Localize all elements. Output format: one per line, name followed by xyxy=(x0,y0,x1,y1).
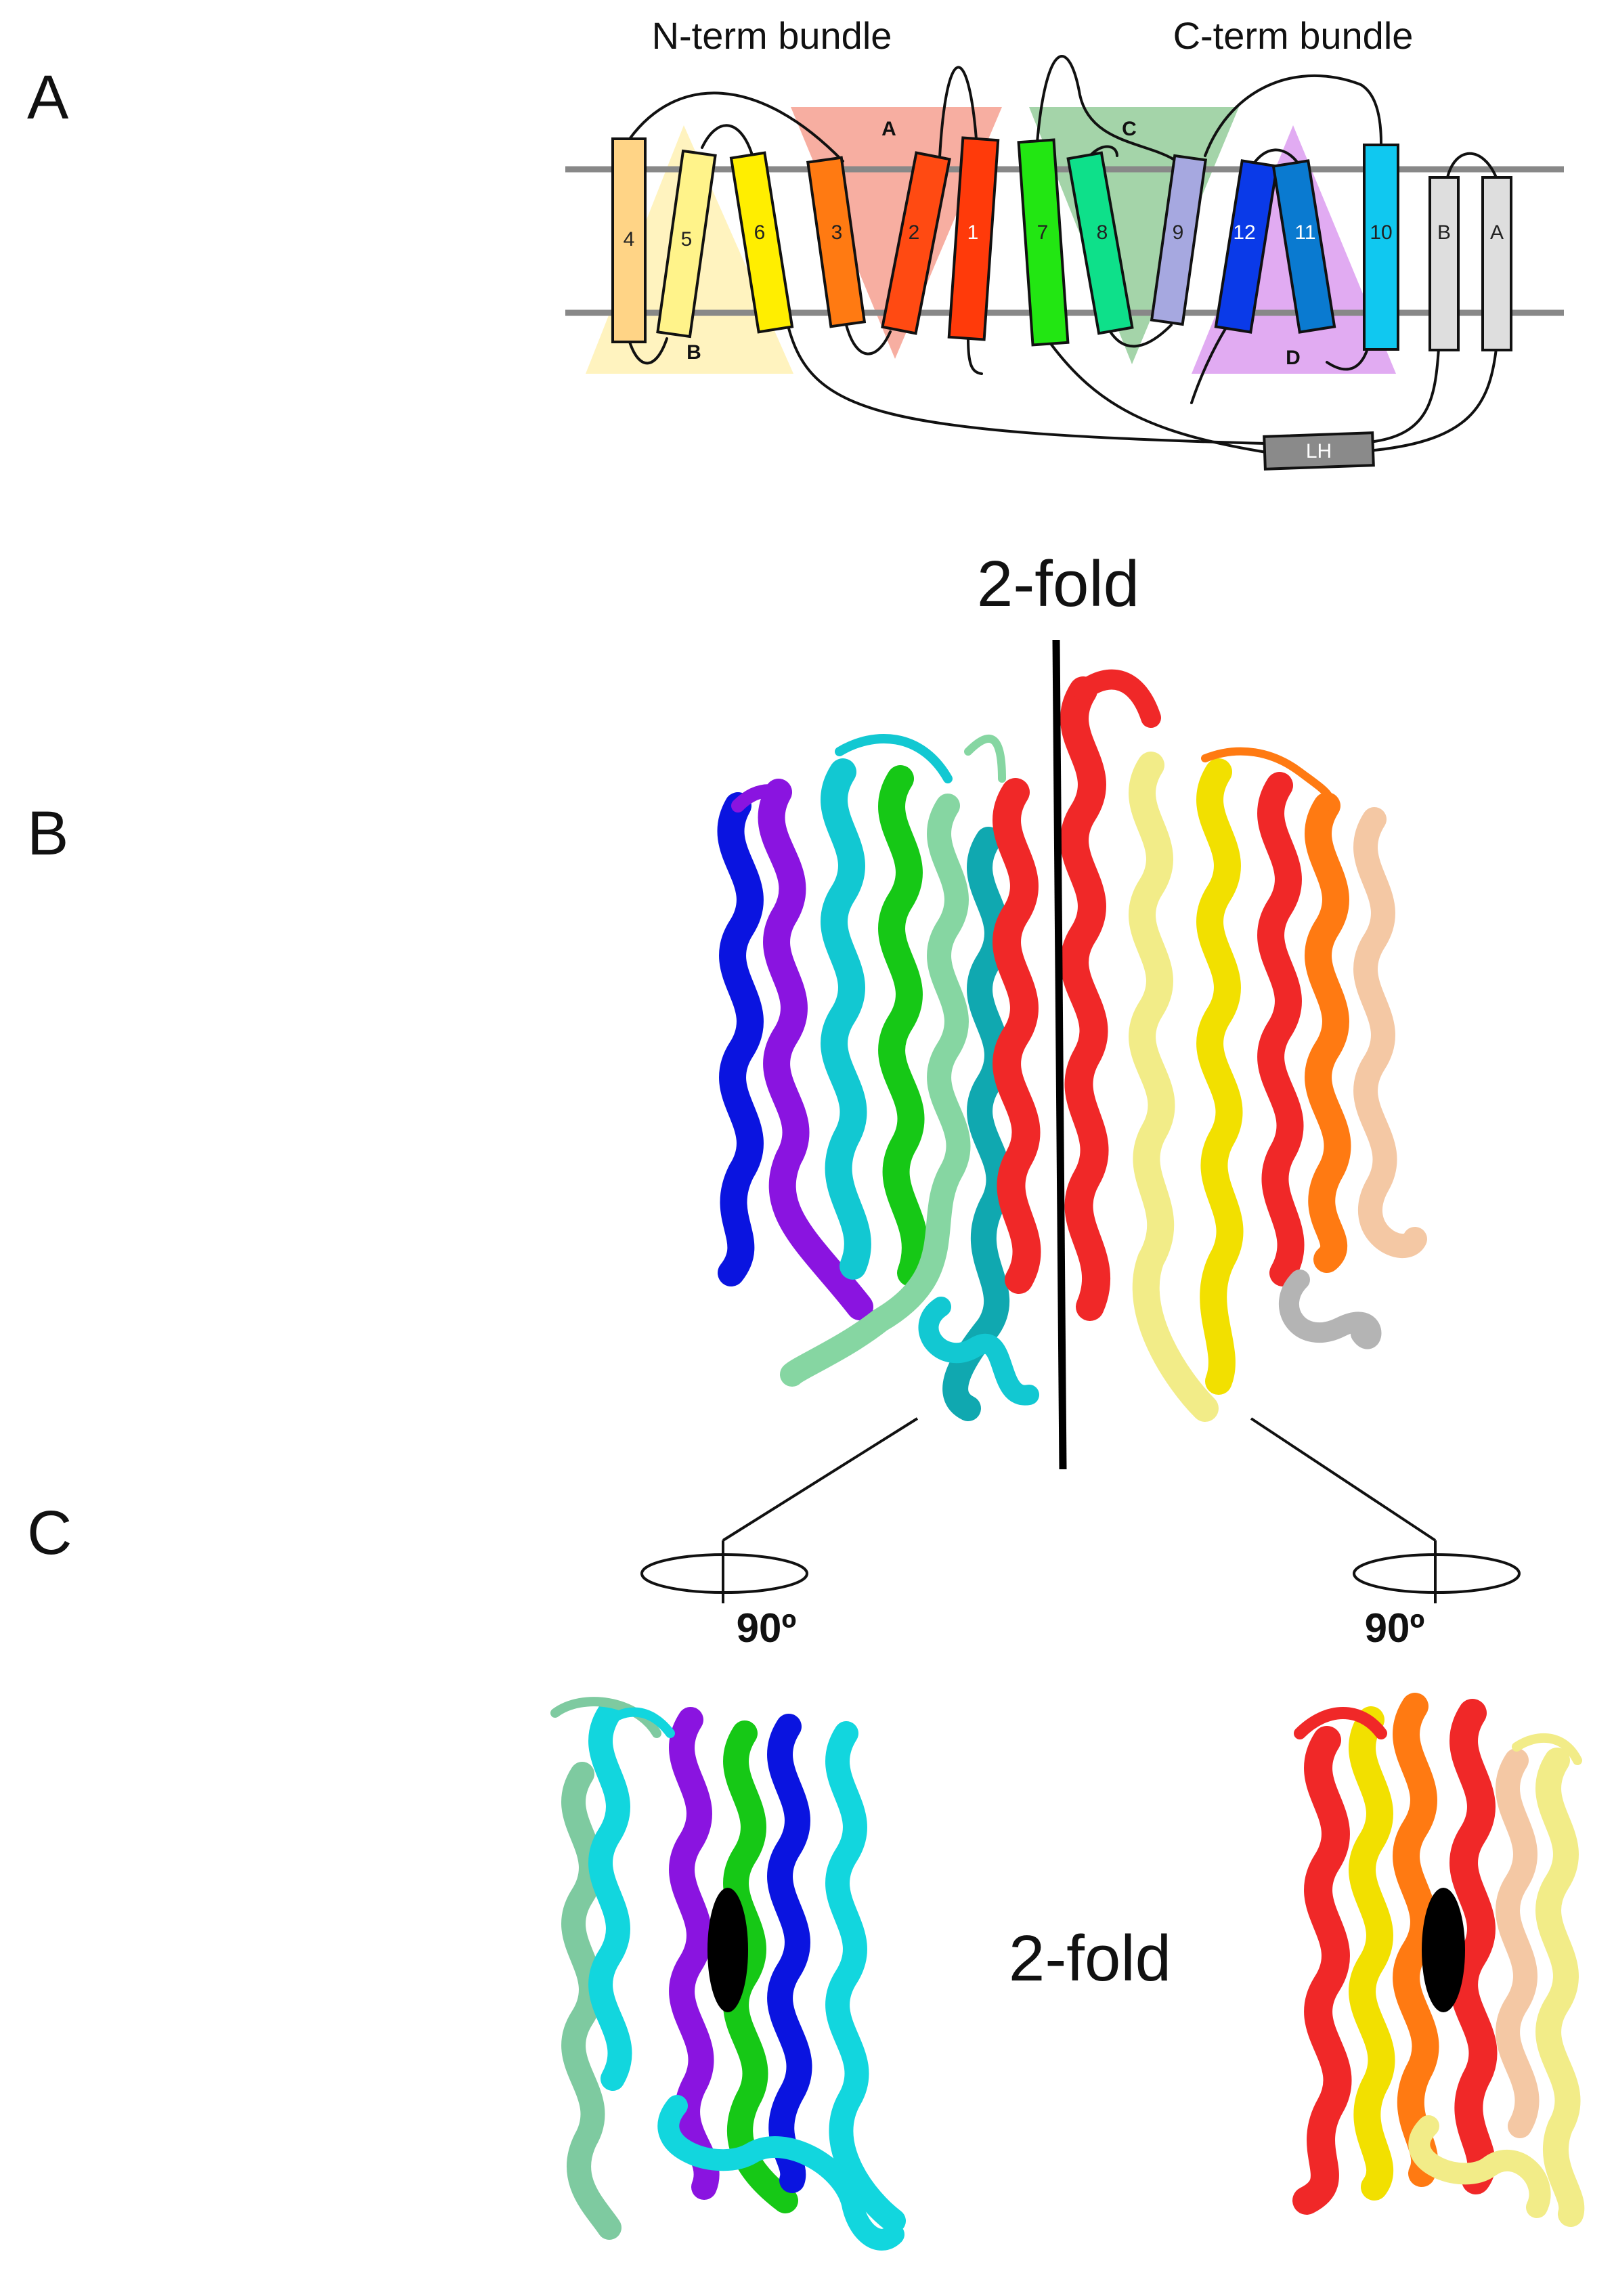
loop-2-1 xyxy=(938,66,978,158)
svg-text:10: 10 xyxy=(1370,221,1392,244)
triangle-label-a: A xyxy=(881,118,896,140)
helix-6: 6 xyxy=(729,151,794,334)
svg-text:3: 3 xyxy=(831,221,843,244)
loop-4-5 xyxy=(628,337,668,365)
svg-text:4: 4 xyxy=(624,228,635,251)
loop-4-3 xyxy=(628,91,844,163)
loop-3-2 xyxy=(845,324,892,355)
svg-text:6: 6 xyxy=(754,221,766,244)
two-fold-axis-line xyxy=(1052,639,1067,1470)
helix-11: 11 xyxy=(1271,159,1336,334)
svg-text:5: 5 xyxy=(681,228,693,251)
n-term-bundle-view xyxy=(1292,1693,1585,2227)
loop-7-lh xyxy=(1048,341,1267,454)
helix-9: 9 xyxy=(1150,154,1208,326)
triangle-label-d: D xyxy=(1286,347,1301,369)
loop-12-11 xyxy=(1251,148,1298,167)
svg-text:LH: LH xyxy=(1306,440,1332,462)
triangle-label-b: B xyxy=(686,341,701,364)
loop-6-lh xyxy=(787,327,1267,445)
two-fold-axis-label-c: 2-fold xyxy=(1009,1922,1171,1995)
svg-text:A: A xyxy=(1490,221,1504,244)
helix-7: 7 xyxy=(1017,138,1070,347)
helix-a: A xyxy=(1481,176,1512,351)
svg-text:7: 7 xyxy=(1037,221,1049,244)
loop-lh-b xyxy=(1373,347,1440,443)
helix-5: 5 xyxy=(656,149,717,339)
helix-10: 10 xyxy=(1363,144,1399,351)
rotation-marker-right: 90º xyxy=(1353,1540,1521,1651)
svg-text:8: 8 xyxy=(1097,221,1108,244)
c-term-bundle-title: C-term bundle xyxy=(1173,14,1414,57)
loop-8-9 xyxy=(1090,145,1118,157)
helix-4: 4 xyxy=(611,137,647,343)
two-fold-axis-marker-left xyxy=(707,1888,748,2012)
two-fold-axis-marker-right xyxy=(1422,1888,1465,2012)
helix-2: 2 xyxy=(881,151,951,335)
connector-right xyxy=(1250,1417,1437,1542)
helix-3: 3 xyxy=(806,156,867,328)
connector-left xyxy=(722,1417,919,1542)
loop-lh-a xyxy=(1373,347,1498,452)
panel-label-a: A xyxy=(27,63,69,132)
loop-7-9 xyxy=(1036,55,1175,160)
triangle-label-c: C xyxy=(1122,118,1137,140)
lateral-helix: LH xyxy=(1263,431,1375,471)
loop-8-12 xyxy=(1109,324,1173,348)
svg-text:11: 11 xyxy=(1294,221,1315,244)
two-fold-axis-label-b: 2-fold xyxy=(977,548,1139,620)
helix-12: 12 xyxy=(1214,159,1279,334)
rotation-label-left: 90º xyxy=(737,1605,797,1651)
svg-text:2: 2 xyxy=(909,221,920,244)
panel-label-b: B xyxy=(27,799,68,868)
rotation-marker-left: 90º xyxy=(640,1540,808,1651)
loop-10-11 xyxy=(1326,347,1369,371)
loop-9-10 xyxy=(1204,74,1382,157)
helix-b: B xyxy=(1428,176,1460,351)
svg-text:9: 9 xyxy=(1173,221,1184,244)
svg-text:12: 12 xyxy=(1233,221,1255,244)
svg-text:1: 1 xyxy=(967,221,979,244)
loop-1-end xyxy=(967,337,983,375)
helix-1: 1 xyxy=(947,136,1000,341)
rotation-label-right: 90º xyxy=(1365,1605,1425,1651)
loop-5-6 xyxy=(701,124,754,158)
svg-text:B: B xyxy=(1437,221,1451,244)
protein-ribbon-structure xyxy=(717,669,1427,1422)
helix-8: 8 xyxy=(1066,151,1134,335)
n-term-bundle-title: N-term bundle xyxy=(652,14,892,57)
panel-label-c: C xyxy=(27,1498,72,1567)
loop-b-a xyxy=(1446,152,1498,179)
